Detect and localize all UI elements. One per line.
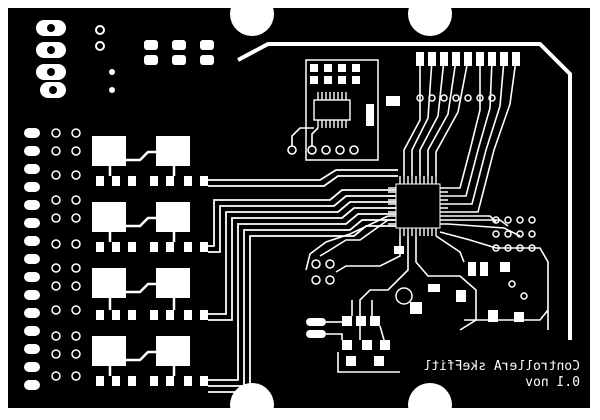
top-jumpers	[144, 40, 214, 65]
upper-ic-cluster	[287, 59, 400, 161]
top-header	[416, 52, 520, 66]
silkscreen-version: 0.1 nov	[525, 375, 580, 390]
right-side-components	[305, 215, 549, 331]
power-connector	[36, 20, 115, 98]
driver-channels	[92, 136, 208, 386]
signal-traces	[208, 169, 398, 393]
silkscreen-title: ControllerA skeFfitl	[423, 359, 580, 374]
left-edge-header	[24, 128, 40, 390]
bottom-components	[306, 300, 400, 373]
mcu-chip	[388, 176, 448, 236]
